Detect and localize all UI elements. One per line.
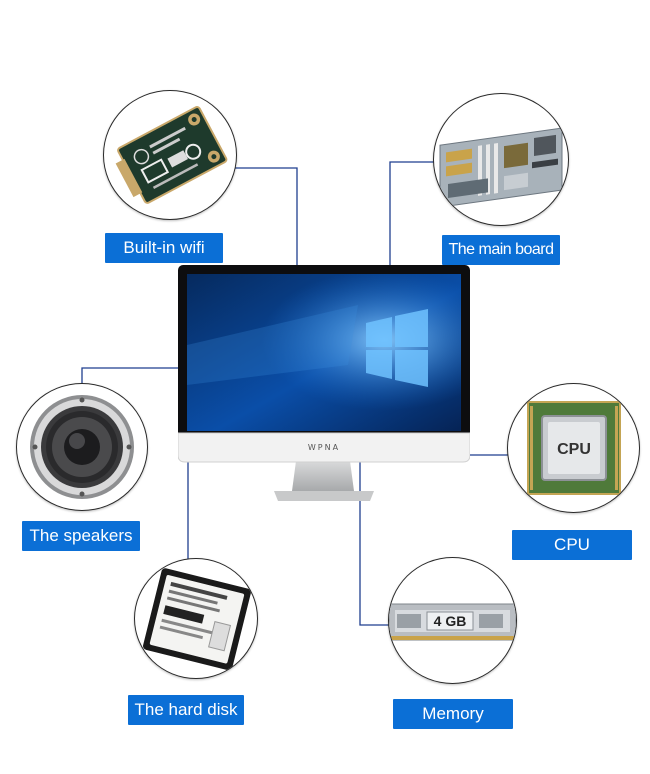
cpu-label: CPU xyxy=(512,530,632,560)
ssd-icon xyxy=(143,568,251,671)
wifi-card-icon xyxy=(115,106,228,204)
cpu-chip-icon: CPU xyxy=(527,401,621,495)
speakers-label: The speakers xyxy=(22,521,140,551)
motherboard-icon xyxy=(439,127,563,208)
windows-logo xyxy=(366,309,428,387)
memory-image: 4 GB xyxy=(388,557,517,684)
mainboard-connector xyxy=(389,161,445,268)
mainboard-label: The main board xyxy=(442,235,560,265)
monitor-illustration xyxy=(177,265,471,501)
harddisk-label: The hard disk xyxy=(128,695,244,725)
speakers-connector xyxy=(81,367,180,386)
speakers-image xyxy=(16,383,148,511)
memory-connector xyxy=(359,452,390,626)
wifi-connector xyxy=(230,167,298,268)
monitor-brand: WPNA xyxy=(307,443,341,452)
wifi-image xyxy=(103,90,237,220)
memory-chip-text: 4 GB xyxy=(434,613,467,629)
mainboard-image xyxy=(433,93,569,226)
cpu-chip-text: CPU xyxy=(557,441,591,458)
memory-label: Memory xyxy=(393,699,513,729)
speaker-icon xyxy=(30,395,134,499)
wifi-label: Built-in wifi xyxy=(105,233,223,263)
memory-module-icon: 4 GB xyxy=(389,603,516,641)
harddisk-image xyxy=(134,558,258,679)
cpu-image: CPU xyxy=(507,383,640,513)
monitor: WPNA xyxy=(177,265,471,510)
